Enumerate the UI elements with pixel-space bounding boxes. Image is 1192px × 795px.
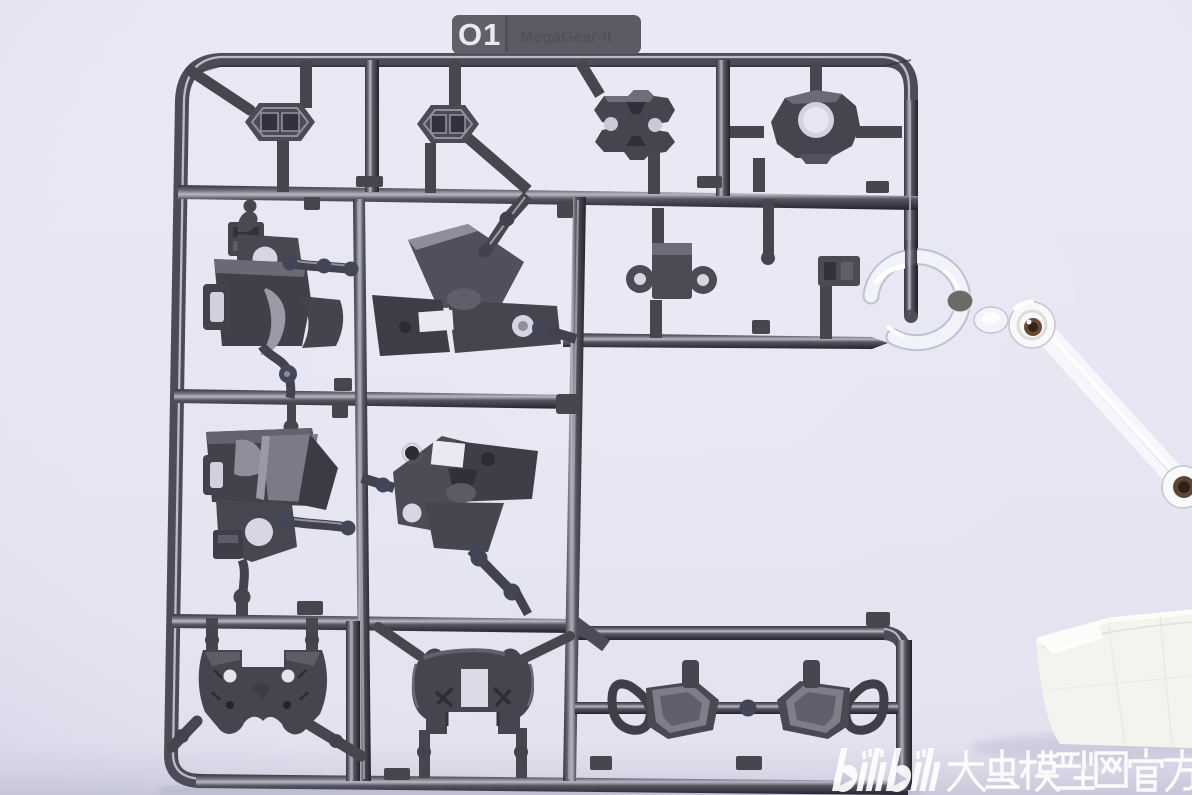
svg-text:MegaGear-II: MegaGear-II <box>520 29 612 46</box>
svg-text:O1: O1 <box>458 17 501 52</box>
